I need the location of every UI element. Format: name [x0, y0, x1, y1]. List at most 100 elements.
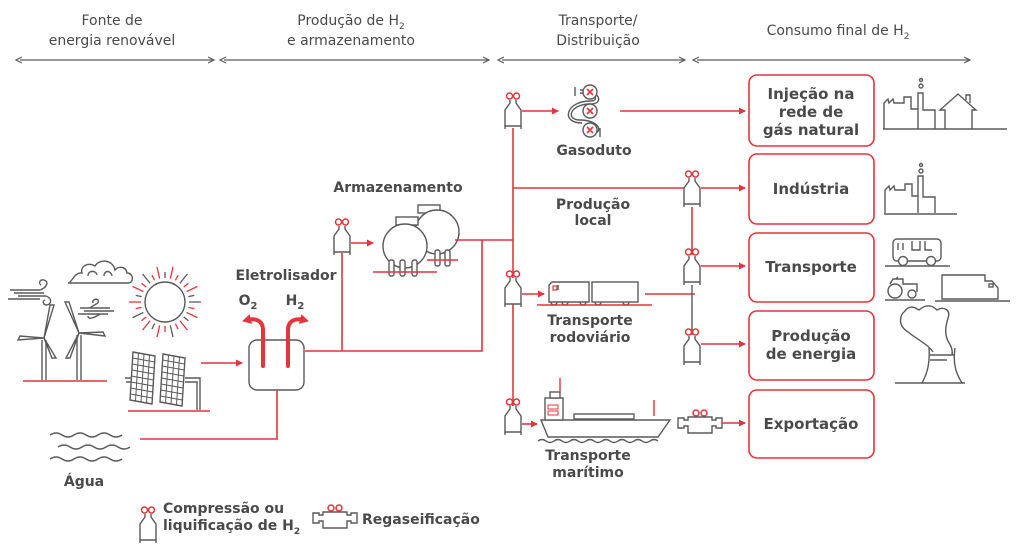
sun-ray: [169, 266, 174, 279]
solar-grid-line: [160, 389, 183, 395]
header-line1: Transporte/: [557, 13, 637, 29]
sun-ray: [186, 285, 198, 293]
sun-ray: [183, 282, 189, 288]
water-label: Água: [64, 473, 104, 490]
solar-grid-line: [162, 359, 185, 365]
vehicles-icon: [885, 238, 1010, 302]
header-line2: Distribuição: [556, 33, 640, 49]
sun-icon: [129, 266, 201, 338]
factory-house-icon: [883, 77, 1007, 130]
local-production-label-2: local: [575, 213, 612, 229]
wind-icon: [8, 279, 114, 319]
electrolyser-icon: [242, 314, 309, 391]
sun-ray: [135, 306, 142, 310]
sun-ray: [188, 306, 195, 310]
wind-turbine-icon: [16, 301, 107, 382]
factory-icon: [884, 162, 957, 215]
sea-transport-label-1: Transporte: [545, 448, 630, 464]
solar-grid-line: [131, 375, 154, 381]
box-line: gás natural: [763, 121, 859, 139]
sun-ray: [174, 274, 179, 281]
sun-ray: [186, 311, 198, 319]
box-line: Exportação: [764, 415, 859, 433]
truck-icon: [537, 281, 652, 306]
header-line2: e armazenamento: [287, 33, 415, 49]
sun-ray: [174, 323, 179, 330]
box-line: Produção: [771, 327, 850, 345]
header-final-consumption: Consumo final de H2: [697, 23, 970, 60]
consumer-box-gas-grid: Injeção na rede de gás natural: [748, 74, 875, 147]
sun-ray: [179, 320, 188, 331]
sun-ray: [141, 316, 147, 322]
storage-tanks-icon: [373, 204, 460, 277]
header-line1: Fonte de: [81, 13, 142, 29]
solar-panel-icon: [125, 351, 210, 412]
electrolyser-output-line: [305, 240, 483, 352]
sun-ray: [156, 266, 161, 279]
legend-compression-line2: liquificação de H2: [163, 518, 300, 537]
power-plant-icon: [895, 305, 965, 384]
solar-grid-line: [161, 371, 184, 377]
box-line: Indústria: [773, 180, 849, 198]
compression-icon: [504, 92, 522, 130]
sun-ray: [142, 320, 151, 331]
solar-grid-line: [162, 365, 185, 371]
sun-ray: [132, 285, 144, 293]
box-line: Transporte: [765, 258, 857, 276]
header-line1: Consumo final de H2: [767, 23, 910, 42]
solar-grid-line: [130, 393, 153, 399]
solar-grid-line: [161, 383, 184, 389]
sun-ray: [151, 323, 156, 330]
box-line: Injeção na: [768, 85, 855, 103]
storage-label: Armazenamento: [333, 180, 463, 196]
solar-grid-line: [132, 363, 155, 369]
solar-grid-line: [131, 381, 154, 387]
electrolyser-label: Eletrolisador: [236, 268, 337, 284]
o2-label: O2: [239, 293, 258, 312]
solar-grid-line: [161, 377, 184, 383]
h2-label: H2: [286, 293, 305, 312]
sun-ray: [151, 274, 156, 281]
sun-ray: [169, 325, 174, 338]
water-waves-icon: [49, 432, 131, 462]
box-line: rede de: [779, 103, 844, 121]
sun-ray: [142, 273, 151, 284]
consumer-box-export: Exportação: [748, 389, 875, 459]
legend-compression-icon: [139, 506, 157, 544]
header-line1: Produção de H2: [297, 13, 404, 32]
sun-ray: [135, 294, 142, 298]
local-production-label-1: Produção: [556, 197, 631, 213]
sun-ray: [179, 273, 188, 284]
solar-grid-line: [130, 387, 153, 393]
compression-icon: [683, 170, 701, 208]
sea-transport-label-2: marítimo: [552, 465, 624, 481]
header-line2: energia renovável: [49, 33, 176, 49]
solar-grid-line: [160, 395, 183, 401]
legend-regasification-icon: [312, 504, 358, 529]
box-line: de energia: [766, 345, 857, 363]
sun-ray: [188, 294, 195, 298]
compression-icon: [333, 218, 351, 256]
pipeline-icon: [567, 84, 601, 138]
header-transport-distribution: Transporte/ Distribuição: [502, 13, 685, 60]
road-transport-label-1: Transporte: [547, 313, 632, 329]
regasification-icon: [677, 409, 723, 434]
solar-grid-line: [132, 357, 155, 363]
sun-ray: [132, 311, 144, 319]
legend-compression-line1: Compressão ou: [163, 501, 284, 517]
water-flow-line: [140, 390, 278, 440]
pipeline-label: Gasoduto: [556, 143, 632, 159]
ship-icon: [537, 378, 672, 444]
sun-ray: [156, 325, 161, 338]
consumer-box-transport: Transporte: [748, 232, 875, 303]
road-transport-label-2: rodoviário: [550, 330, 631, 346]
consumer-box-energy: Produção de energia: [748, 310, 875, 381]
sun-ray: [183, 316, 189, 322]
header-renewable-source: Fonte de energia renovável: [20, 13, 214, 60]
sun-ray: [141, 282, 147, 288]
legend-regasification-label: Regaseificação: [362, 512, 480, 528]
solar-grid-line: [131, 369, 154, 375]
consumer-box-industry: Indústria: [748, 153, 875, 225]
header-h2-production: Produção de H2 e armazenamento: [224, 13, 489, 60]
